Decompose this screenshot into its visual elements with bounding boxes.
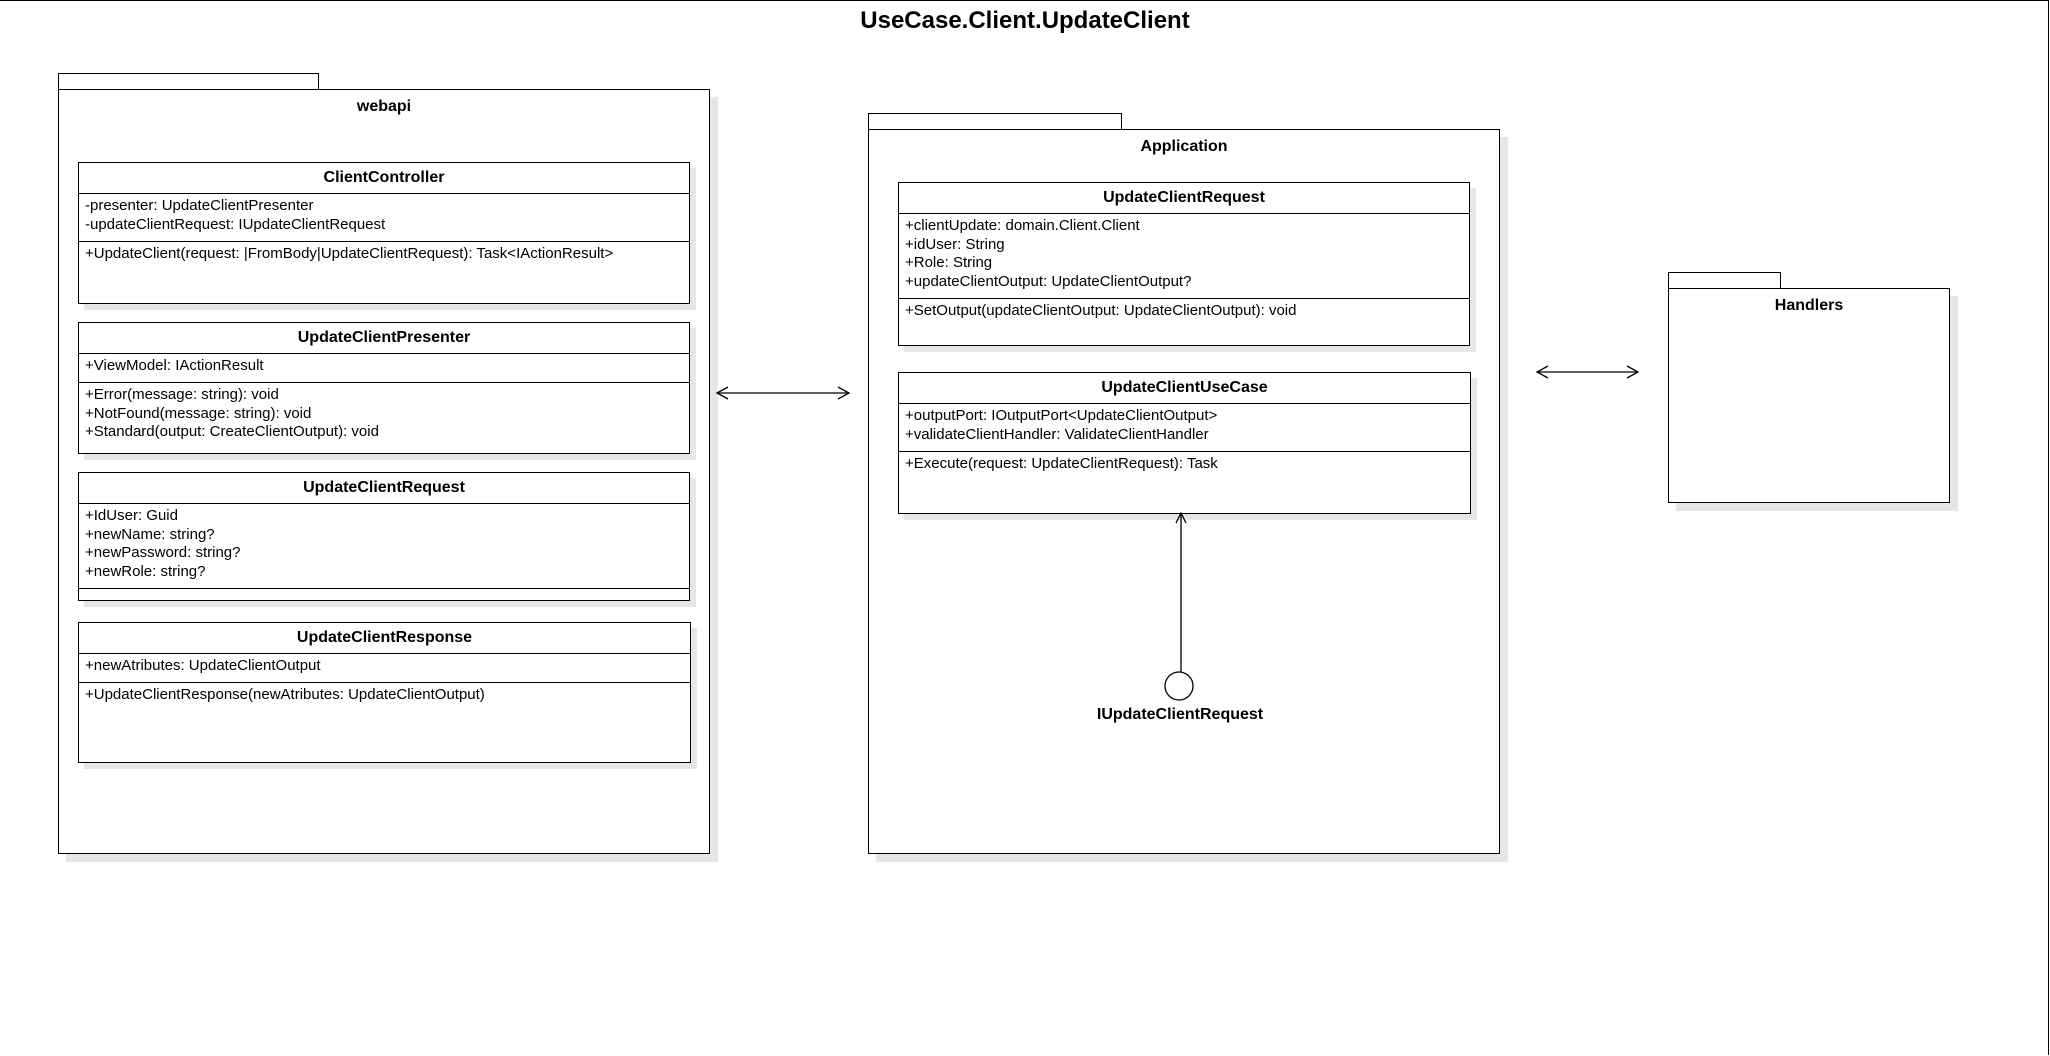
attribute: +newAtributes: UpdateClientOutput (85, 657, 321, 674)
update-client-response-class[interactable]: UpdateClientResponse +newAtributes: Upda… (78, 622, 691, 763)
application-update-client-request-class[interactable]: UpdateClientRequest +clientUpdate: domai… (898, 182, 1470, 346)
class-name: UpdateClientRequest (899, 183, 1469, 214)
application-package-tab (868, 113, 1122, 130)
method: +Execute(request: UpdateClientRequest): … (905, 455, 1218, 472)
class-name: UpdateClientResponse (79, 623, 690, 654)
class-methods: +SetOutput(updateClientOutput: UpdateCli… (899, 299, 1469, 324)
handlers-package-tab (1668, 272, 1781, 289)
webapi-update-client-request-class[interactable]: UpdateClientRequest +IdUser: Guid +newNa… (78, 472, 690, 601)
attribute: +newName: string? (85, 525, 215, 543)
method: +NotFound(message: string): void (85, 404, 312, 422)
class-name: UpdateClientUseCase (899, 373, 1470, 404)
attribute: +idUser: String (905, 235, 1005, 253)
interface-realization (1175, 511, 1187, 672)
webapi-package-tab (58, 73, 319, 90)
attribute: +newPassword: string? (85, 544, 241, 561)
handlers-package[interactable]: Handlers (1668, 288, 1950, 503)
attribute: +validateClientHandler: ValidateClientHa… (905, 425, 1209, 443)
method: +Standard(output: CreateClientOutput): v… (85, 423, 379, 440)
client-controller-class[interactable]: ClientController -presenter: UpdateClien… (78, 162, 690, 304)
class-attributes: -presenter: UpdateClientPresenter -updat… (79, 194, 689, 242)
webapi-application-association (715, 386, 851, 400)
method: +Error(message: string): void (85, 386, 279, 403)
attribute: +outputPort: IOutputPort<UpdateClientOut… (905, 407, 1218, 424)
class-name: UpdateClientPresenter (79, 323, 689, 354)
attribute: +ViewModel: IActionResult (85, 357, 264, 374)
method: +SetOutput(updateClientOutput: UpdateCli… (905, 302, 1297, 319)
attribute: +Role: String (905, 254, 993, 271)
diagram-title: UseCase.Client.UpdateClient (860, 7, 1190, 34)
method: +UpdateClientResponse(newAtributes: Upda… (85, 686, 485, 703)
class-attributes: +ViewModel: IActionResult (79, 354, 689, 383)
attribute: -updateClientRequest: IUpdateClientReque… (85, 215, 386, 233)
class-methods: +Execute(request: UpdateClientRequest): … (899, 452, 1470, 477)
class-attributes: +outputPort: IOutputPort<UpdateClientOut… (899, 404, 1470, 452)
interface-lollipop-icon (1164, 671, 1194, 701)
attribute: +updateClientOutput: UpdateClientOutput? (905, 272, 1192, 290)
class-name: ClientController (79, 163, 689, 194)
application-package-title: Application (1140, 138, 1228, 155)
attribute: +newRole: string? (85, 562, 206, 580)
method: +UpdateClient(request: |FromBody|UpdateC… (85, 245, 614, 262)
attribute: -presenter: UpdateClientPresenter (85, 197, 314, 214)
attribute: +clientUpdate: domain.Client.Client (905, 217, 1140, 234)
class-attributes: +newAtributes: UpdateClientOutput (79, 654, 690, 683)
class-methods: +Error(message: string): void +NotFound(… (79, 383, 689, 445)
application-handlers-association (1535, 365, 1640, 379)
update-client-use-case-class[interactable]: UpdateClientUseCase +outputPort: IOutput… (898, 372, 1471, 514)
class-methods: +UpdateClient(request: |FromBody|UpdateC… (79, 242, 689, 267)
handlers-package-title: Handlers (1774, 297, 1844, 314)
class-name: UpdateClientRequest (79, 473, 689, 504)
class-methods: +UpdateClientResponse(newAtributes: Upda… (79, 683, 690, 708)
interface-label: IUpdateClientRequest (1096, 706, 1264, 723)
webapi-package-title: webapi (356, 98, 412, 115)
update-client-presenter-class[interactable]: UpdateClientPresenter +ViewModel: IActio… (78, 322, 690, 454)
attribute: +IdUser: Guid (85, 507, 178, 524)
class-attributes: +clientUpdate: domain.Client.Client +idU… (899, 214, 1469, 299)
class-attributes: +IdUser: Guid +newName: string? +newPass… (79, 504, 689, 589)
